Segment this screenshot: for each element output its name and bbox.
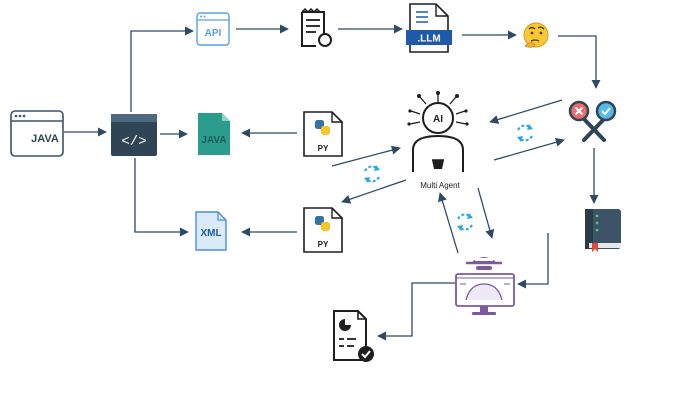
arrow-validation-to-agent (489, 99, 563, 124)
xml-file-icon: XML (195, 211, 227, 251)
llm-label: .LLM (417, 34, 440, 45)
python-file-icon: PY (303, 207, 343, 253)
arrow-spy-to-agent (437, 192, 459, 254)
arrow-thinking-to-validation (558, 35, 601, 89)
java-file-icon: JAVA (198, 113, 230, 155)
python-file-icon: PY (303, 111, 343, 157)
svg-text:</>: </> (121, 134, 146, 150)
py-upper-label: PY (318, 144, 329, 153)
ai-badge-label: AI (433, 114, 443, 125)
xml-label: XML (200, 228, 221, 239)
arrow-agent-to-spy (477, 187, 495, 239)
sync-icon (517, 124, 533, 142)
sync-icon (364, 165, 380, 183)
code-window-icon: </> (111, 114, 157, 156)
arrow-spy-to-report (377, 282, 456, 341)
spy-computer-icon (455, 257, 515, 315)
java-output-label: JAVA (201, 135, 226, 146)
thinking-emoji-icon (523, 22, 549, 48)
api-window-icon: API (196, 12, 230, 46)
arrow-py-to-agent (331, 145, 401, 167)
api-label: API (205, 28, 222, 39)
py-lower-label: PY (318, 240, 329, 249)
java-file-window-icon: JAVA (10, 110, 64, 157)
arrow-book-to-spy (517, 233, 549, 289)
crossed-magnifiers-icon (568, 100, 617, 142)
report-check-icon (333, 310, 374, 362)
arrow-agent-to-py-lower (341, 179, 407, 204)
book-icon (585, 209, 621, 252)
sync-icon (457, 213, 473, 231)
ai-robot-icon: AI Multi Agent (407, 91, 469, 190)
llm-file-icon: .LLM (406, 3, 452, 53)
document-search-icon (301, 7, 332, 47)
arrow-code-to-xml (134, 158, 189, 237)
java-source-label: JAVA (31, 133, 59, 145)
multi-agent-label: Multi Agent (420, 181, 460, 190)
arrow-code-to-api (130, 26, 194, 112)
arrow-agent-to-validation (493, 137, 565, 161)
connectors (64, 24, 601, 341)
